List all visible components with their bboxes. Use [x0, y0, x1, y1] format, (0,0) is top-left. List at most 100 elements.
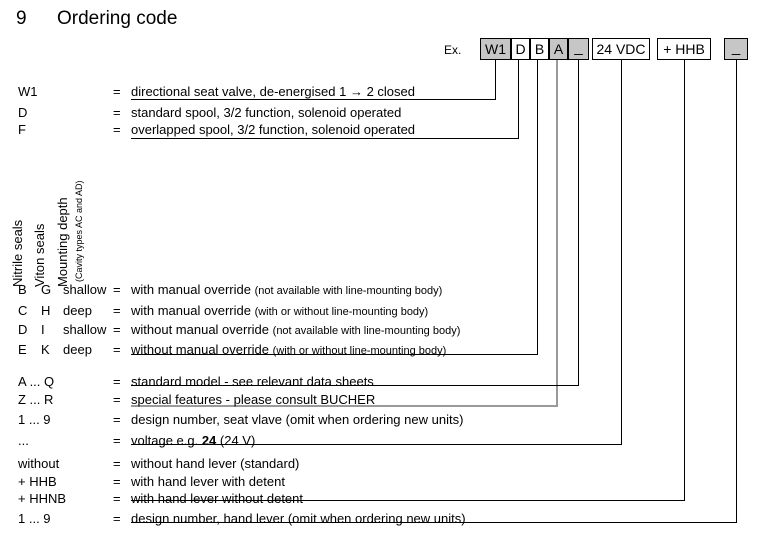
row-aq-description: standard model - see relevant data sheet… [131, 374, 374, 389]
row-zr-equals: = [113, 392, 121, 407]
box-a-text: A [553, 41, 564, 57]
box-d[interactable]: D [511, 38, 530, 60]
row-f-desc-text: overlapped spool, 3/2 function, solenoid… [131, 122, 416, 137]
row-di-desc-text: without manual override [131, 322, 270, 337]
row-ch-depth: deep [63, 303, 92, 318]
leader-handlever-horizontal [131, 500, 684, 502]
row-aq-code: A ... Q [18, 374, 55, 389]
box-blank1[interactable]: _ [568, 38, 589, 60]
box-hhb[interactable]: + HHB [657, 38, 711, 60]
row-voltage-description: voltage e.g. 24 (24 V) [131, 433, 255, 448]
row-zr-desc-text: special features - please consult BUCHER [131, 392, 376, 407]
row-di-description: without manual override (not available w… [131, 322, 460, 337]
row-19-lever-code: 1 ... 9 [18, 511, 51, 526]
row-d-desc-text: standard spool, 3/2 function, solenoid o… [131, 105, 402, 120]
row-ch-equals: = [113, 303, 121, 318]
row-bg-desc-note: (not available with line-mounting body) [254, 285, 443, 297]
row-ch-desc-text: with manual override [131, 303, 251, 318]
row-ek-desc-text: without manual override [131, 342, 270, 357]
row-d-equals: = [113, 105, 121, 120]
row-w1-desc-text: directional seat valve, de-energised 1 →… [131, 84, 415, 99]
row-bg-description: with manual override (not available with… [131, 282, 442, 297]
row-hhnb-desc-text: with hand lever without detent [131, 491, 303, 506]
box-b[interactable]: B [530, 38, 549, 60]
row-voltage-desc-post: (24 V) [216, 433, 256, 448]
cavity-types-label: (Cavity types AC and AD) [74, 180, 84, 282]
box-w1[interactable]: W1 [480, 38, 511, 60]
row-voltage-code: ... [18, 433, 29, 448]
row-f-description: overlapped spool, 3/2 function, solenoid… [131, 122, 415, 137]
row-zr: Z ... R=special features - please consul… [0, 392, 757, 410]
row-f: F = overlapped spool, 3/2 function, soleno… [0, 122, 757, 140]
row-f-code: F [18, 122, 26, 137]
leader-b-vertical [536, 60, 538, 355]
row-19-lever-equals: = [113, 511, 121, 526]
leader-a-vertical [556, 60, 558, 406]
box-24vdc[interactable]: 24 VDC [592, 38, 650, 60]
leader-a-horizontal [131, 405, 558, 407]
row-bg-code: B [18, 282, 27, 297]
row-ch-code: C [18, 303, 28, 318]
row-without-description: without hand lever (standard) [131, 456, 299, 471]
box-b-text: B [534, 41, 545, 57]
row-aq-equals: = [113, 374, 121, 389]
box-blank2-text: _ [731, 38, 741, 56]
box-blank2[interactable]: _ [724, 38, 748, 60]
row-d-description: standard spool, 3/2 function, solenoid o… [131, 105, 401, 120]
row-aq: A ... Q = standard model - see relevant da… [0, 374, 757, 392]
box-a[interactable]: A [549, 38, 568, 60]
row-w1-code: W1 [18, 84, 38, 99]
row-bg-equals: = [113, 282, 121, 297]
box-24vdc-text: 24 VDC [596, 41, 646, 57]
row-without-code: without [18, 456, 60, 471]
row-ek-description: without manual override (with or without… [131, 342, 446, 357]
leader-blank1-horizontal [131, 385, 578, 387]
box-hhb-text: + HHB [663, 41, 705, 57]
row-w1-equals: = [113, 84, 121, 99]
row-ch-desc-note: (with or without line-mounting body) [254, 306, 429, 318]
box-blank1-text: _ [574, 38, 583, 56]
row-19-seat-description: design number, seat vlave (omit when ord… [131, 412, 463, 427]
row-without-equals: = [113, 456, 121, 471]
leader-voltage-vertical [620, 60, 622, 445]
row-ek-desc-note: (with or without line-mounting body) [272, 345, 447, 357]
viton-seals-label: Viton seals [32, 223, 47, 287]
row-f-equals: = [113, 122, 121, 137]
row-ch-description: with manual override (with or without li… [131, 303, 428, 318]
box-w1-text: W1 [485, 41, 506, 57]
row-di-depth: shallow [63, 322, 107, 337]
row-d: D=standard spool, 3/2 function, solenoid… [0, 105, 757, 123]
leader-w1-vertical [494, 60, 496, 100]
row-w1-description: directional seat valve, de-energised 1 →… [131, 84, 415, 99]
row-19-seat-desc-text: design number, seat vlave (omit when ord… [131, 412, 464, 427]
row-ek-equals: = [113, 342, 121, 357]
row-hhnb: + HHNB=with hand lever without detent [0, 491, 757, 509]
row-ek-depth: deep [63, 342, 92, 357]
leader-blank2-vertical [735, 60, 737, 523]
row-without: without = without hand lever (standard) [0, 456, 757, 474]
row-19-seat: 1 ... 9=design number, seat vlave (omit … [0, 412, 757, 430]
row-hhb-desc-text: with hand lever with detent [131, 474, 285, 489]
row-bg-desc-text: with manual override [131, 282, 251, 297]
nitrile-seals-label: Nitrile seals [10, 219, 25, 287]
leader-d-vertical [517, 60, 519, 139]
page-title: Ordering code [57, 8, 178, 29]
row-19-lever-description: design number, hand lever (omit when ord… [131, 511, 466, 526]
row-di-code2: I [41, 322, 45, 337]
row-19-lever: 1 ... 9 = design number, hand lever (omit … [0, 511, 757, 529]
mounting-depth-label: Mounting depth [55, 197, 70, 287]
row-di-equals: = [113, 322, 121, 337]
row-zr-description: special features - please consult BUCHER [131, 392, 375, 407]
leader-blank2-horizontal [131, 522, 736, 524]
leader-w1-horizontal [131, 99, 495, 101]
row-hhb: + HHB=with hand lever with detent [0, 474, 757, 492]
row-19-seat-code: 1 ... 9 [18, 412, 51, 427]
section-number: 9 [16, 8, 27, 29]
row-w1: W1 = directional seat valve, de-energised … [0, 84, 757, 102]
leader-blank1-vertical [577, 60, 579, 386]
